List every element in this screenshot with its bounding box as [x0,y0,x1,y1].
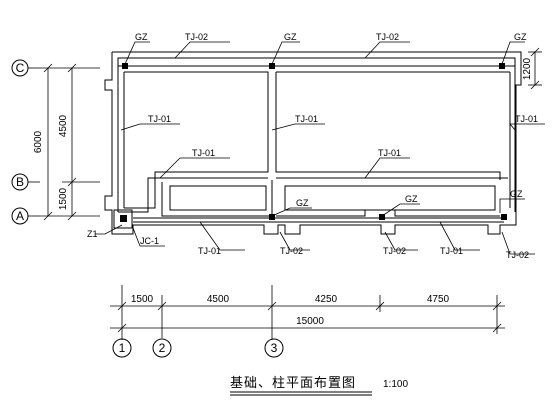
label-gz: GZ [284,32,297,42]
label-z1: Z1 [87,229,98,239]
left-dimension-chain: 6000 4500 1500 [33,63,100,221]
dim-left-total: 6000 [33,130,44,153]
column-gz [269,63,275,69]
axis-bubble-C: C [11,59,29,77]
label-gz: GZ [510,189,523,199]
dim-right-top: 1200 [522,57,533,80]
svg-text:1: 1 [119,341,126,355]
dim-left-lower: 1500 [58,187,69,210]
axis-bubble-2: 2 [152,338,172,358]
label-tj-01: TJ-01 [295,114,318,124]
page-title: 基础、柱平面布置图 [230,375,356,390]
dim-bottom-4: 4750 [427,294,450,305]
dim-bottom-1: 1500 [131,294,154,305]
label-gz: GZ [514,32,527,42]
label-tj-02: TJ-02 [185,32,208,42]
drawing-scale: 1:100 [383,379,408,390]
dim-bottom-total: 15000 [296,316,324,327]
label-tj-01: TJ-01 [148,114,171,124]
axis-bubble-B: B [11,173,29,191]
column-z1-footing [113,209,133,229]
dim-left-upper: 4500 [58,114,69,137]
label-gz: GZ [135,32,148,42]
svg-text:2: 2 [159,341,166,355]
svg-text:B: B [16,175,24,189]
column-gz [499,63,505,69]
label-tj-01: TJ-01 [378,148,401,158]
axis-bubble-3: 3 [264,338,284,358]
column-markers [113,63,507,229]
label-tj-02: TJ-02 [506,250,529,260]
label-jc-1: JC-1 [140,236,159,246]
label-tj-01: TJ-01 [515,114,538,124]
label-tj-01: TJ-01 [192,148,215,158]
dim-bottom-3: 4250 [315,294,338,305]
column-gz [269,214,275,220]
label-gz: GZ [296,198,309,208]
label-tj-02: TJ-02 [280,246,303,256]
column-gz [501,214,507,220]
svg-text:C: C [16,61,25,75]
label-tj-01: TJ-01 [198,246,221,256]
label-tj-02: TJ-02 [383,246,406,256]
svg-text:3: 3 [271,341,278,355]
drawing-title: 基础、柱平面布置图 1:100 [230,375,408,396]
dim-bottom-2: 4500 [207,294,230,305]
label-gz: GZ [405,194,418,204]
leaders [95,41,545,255]
axis-bubble-A: A [11,207,29,225]
label-tj-02: TJ-02 [376,32,399,42]
labels: GZ TJ-02 GZ TJ-02 GZ TJ-01 TJ-01 TJ-01 T… [87,32,538,260]
axis-bubble-1: 1 [112,338,132,358]
label-tj-01: TJ-01 [440,246,463,256]
svg-text:A: A [16,209,24,223]
column-gz [122,63,128,69]
column-z1 [120,215,127,222]
right-dimension: 1200 [522,47,542,90]
foundation-outline [104,51,522,235]
column-gz [379,214,385,220]
bottom-dimension-chain: 1500 4500 4250 4750 15000 [110,285,505,340]
